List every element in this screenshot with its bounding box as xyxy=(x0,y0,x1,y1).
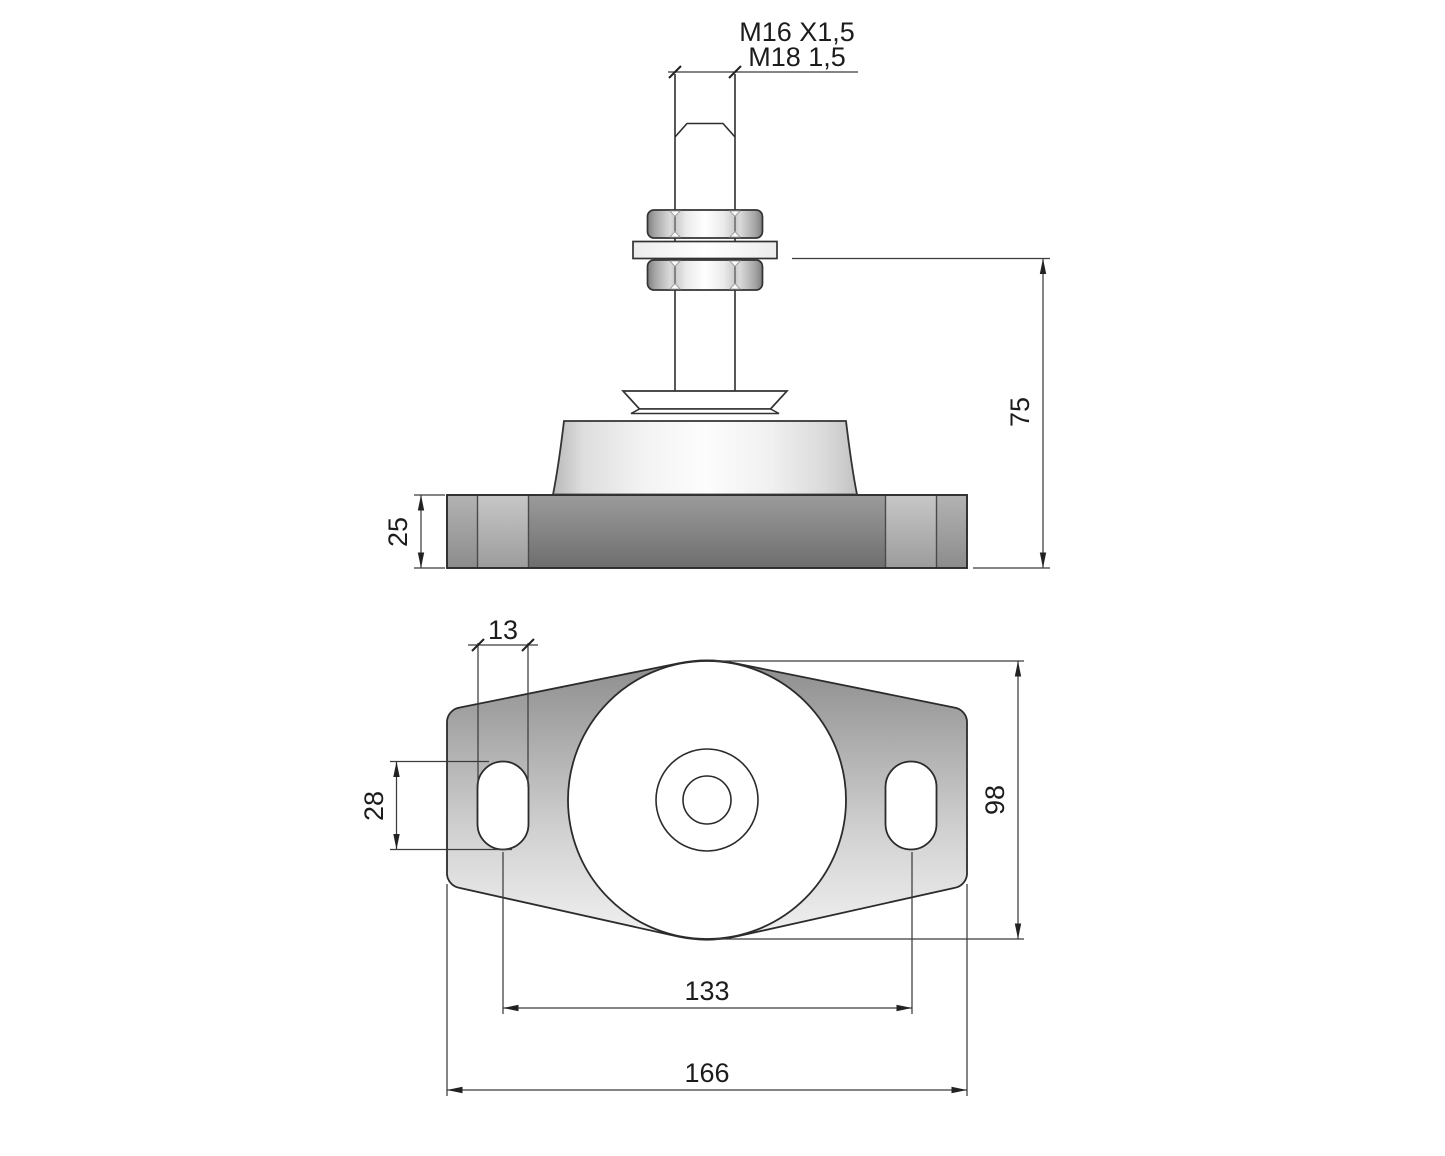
arrowhead-up xyxy=(1014,661,1022,677)
dim-label-166: 166 xyxy=(684,1058,729,1088)
dim-tick xyxy=(728,65,742,79)
arrowhead-down xyxy=(417,552,425,568)
nut-chamfer-notch xyxy=(668,260,682,267)
nut-body xyxy=(646,259,764,291)
nut-body xyxy=(646,209,764,239)
base-band-right xyxy=(885,495,937,568)
inner-circle xyxy=(655,748,759,852)
arrowhead-up xyxy=(393,761,400,777)
dim-label-28: 28 xyxy=(359,791,389,821)
dim-label-98: 98 xyxy=(980,785,1010,815)
nut-chamfer-notch xyxy=(668,210,682,217)
dim-label-133: 133 xyxy=(684,976,729,1006)
dim-overall-166: 166 xyxy=(446,884,968,1096)
nut-chamfer-notch xyxy=(728,260,742,267)
nut-chamfer-notch xyxy=(728,231,742,238)
dim-slot-length-28: 28 xyxy=(359,760,512,851)
base-band-center xyxy=(528,495,886,568)
thread-label-secondary: M18 1,5 xyxy=(748,42,846,72)
dim-slot-width-13: 13 xyxy=(468,615,538,787)
base-band-outer-left xyxy=(447,495,478,568)
hex-nut-upper xyxy=(646,209,764,239)
dome-circle xyxy=(567,660,847,940)
nut-chamfer-notch xyxy=(728,283,742,290)
arrowhead-left xyxy=(447,1086,463,1094)
nut-chamfer-notch xyxy=(728,210,742,217)
dim-slot-spacing-133: 133 xyxy=(502,852,913,1014)
thread-label-primary: M16 X1,5 xyxy=(739,17,855,47)
arrowhead-up xyxy=(417,495,425,511)
flat-washer xyxy=(632,240,778,260)
dim-thread: M16 X1,5 M18 1,5 xyxy=(668,17,858,79)
dim-base-25: 25 xyxy=(383,494,445,569)
dim-tick xyxy=(521,638,535,652)
arrowhead-right xyxy=(896,1004,912,1012)
dim-label-13: 13 xyxy=(488,615,518,645)
dim-label-75: 75 xyxy=(1005,397,1035,427)
arrowhead-down xyxy=(393,834,400,850)
arrowhead-left xyxy=(503,1004,519,1012)
dim-tick xyxy=(471,638,485,652)
washer-seat-collar xyxy=(630,408,780,415)
dim-height-75: 75 xyxy=(792,257,1050,569)
nut-chamfer-notch xyxy=(668,231,682,238)
stud-chamfer-top xyxy=(674,122,736,138)
base-band-outer-right xyxy=(936,495,967,568)
conical-washer xyxy=(621,390,789,410)
arrowhead-down xyxy=(1014,923,1022,939)
arrowhead-up xyxy=(1039,258,1047,274)
nut-chamfer-notch xyxy=(668,283,682,290)
dim-plate-width-98: 98 xyxy=(714,660,1024,940)
dim-tick xyxy=(668,65,682,79)
slot-right xyxy=(884,760,938,851)
hex-nut-lower xyxy=(646,259,764,291)
rubber-frustum xyxy=(551,420,859,496)
side-view: M16 X1,5 M18 1,5 75 25 xyxy=(383,17,1050,569)
arrowhead-right xyxy=(951,1086,967,1094)
arrowhead-down xyxy=(1039,552,1047,568)
slot-left xyxy=(476,760,530,851)
base-band-left xyxy=(477,495,529,568)
bore-circle xyxy=(682,775,732,825)
dim-label-25: 25 xyxy=(383,517,413,547)
plan-view: 13 28 98 133 xyxy=(359,615,1024,1096)
base-plate xyxy=(446,494,968,569)
